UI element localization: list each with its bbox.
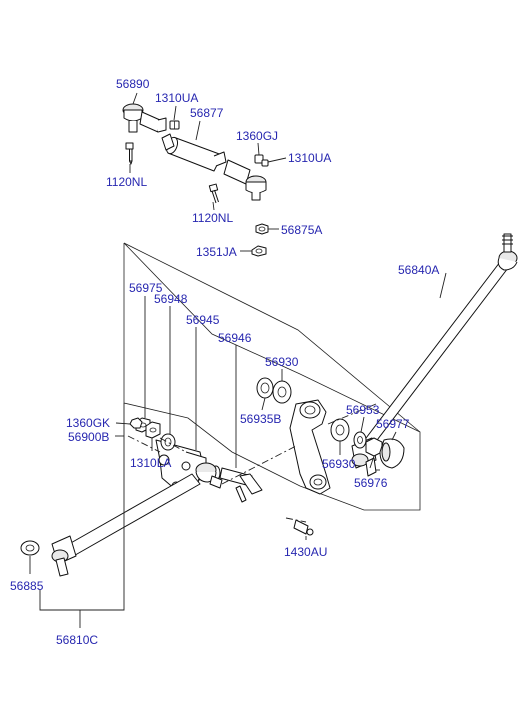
bushing-56930-lower[interactable] [330, 418, 350, 442]
bushing-56930-upper[interactable] [272, 380, 292, 404]
label-1360GJ[interactable]: 1360GJ [236, 129, 278, 143]
label-56945[interactable]: 56945 [186, 313, 220, 327]
cotter-pin-1430AU[interactable] [293, 519, 314, 536]
label-56930-lower[interactable]: 56930 [322, 457, 356, 471]
boot-56885[interactable] [20, 540, 40, 556]
washer-56953[interactable] [353, 431, 367, 449]
center-lines [127, 403, 380, 523]
label-1310UA-upper[interactable]: 1310UA [155, 91, 198, 105]
cap-56977[interactable] [379, 438, 405, 469]
ball-joint-upper-right[interactable] [223, 159, 267, 201]
label-56840A[interactable]: 56840A [398, 263, 439, 277]
label-1120NL-left[interactable]: 1120NL [106, 175, 147, 189]
label-1310LA[interactable]: 1310LA [130, 456, 171, 470]
nut-1360GK[interactable] [129, 417, 143, 429]
nut-1360GJ[interactable] [254, 154, 269, 167]
bolt-1120NL-left[interactable] [125, 142, 134, 165]
label-56900B[interactable]: 56900B [68, 430, 109, 444]
label-56890[interactable]: 56890 [116, 77, 150, 91]
label-1120NL-right[interactable]: 1120NL [192, 211, 233, 225]
bolt-1120NL-right[interactable] [208, 183, 219, 204]
label-56953[interactable]: 56953 [346, 403, 380, 417]
label-56975[interactable]: 56975 [129, 281, 163, 295]
label-56930-upper[interactable]: 56930 [265, 355, 299, 369]
tie-rod-56810C[interactable] [51, 462, 223, 577]
nut-1351JA[interactable] [251, 245, 267, 257]
bushing-56948[interactable] [160, 433, 176, 451]
label-1430AU[interactable]: 1430AU [284, 545, 327, 559]
label-56976[interactable]: 56976 [354, 476, 388, 490]
label-56877[interactable]: 56877 [190, 106, 224, 120]
label-56935B[interactable]: 56935B [240, 412, 281, 426]
part-labels: 56890 1310UA 56877 1360GJ 1310UA 1120NL … [10, 77, 439, 647]
leader-lines [29, 92, 447, 628]
label-1351JA[interactable]: 1351JA [196, 245, 237, 259]
label-56948[interactable]: 56948 [154, 292, 188, 306]
ball-joint-56890[interactable] [122, 103, 167, 133]
assembly-outline-56900B [123, 242, 421, 511]
upper-tie-rod-assembly [122, 103, 269, 257]
nut-56875A[interactable] [255, 223, 269, 235]
label-56875A[interactable]: 56875A [281, 223, 322, 237]
label-56946[interactable]: 56946 [218, 331, 252, 345]
nut-1310UA-upper[interactable] [169, 120, 180, 130]
adjusting-tube-56877[interactable] [161, 133, 227, 172]
idler-arm[interactable] [289, 399, 331, 495]
label-56810C[interactable]: 56810C [56, 633, 98, 647]
label-1310UA-right[interactable]: 1310UA [288, 151, 331, 165]
label-56885[interactable]: 56885 [10, 579, 44, 593]
label-56977[interactable]: 56977 [376, 417, 410, 431]
seal-56935B[interactable] [256, 377, 274, 399]
label-1360GK[interactable]: 1360GK [66, 416, 110, 430]
nut-1310LA[interactable] [145, 421, 161, 439]
